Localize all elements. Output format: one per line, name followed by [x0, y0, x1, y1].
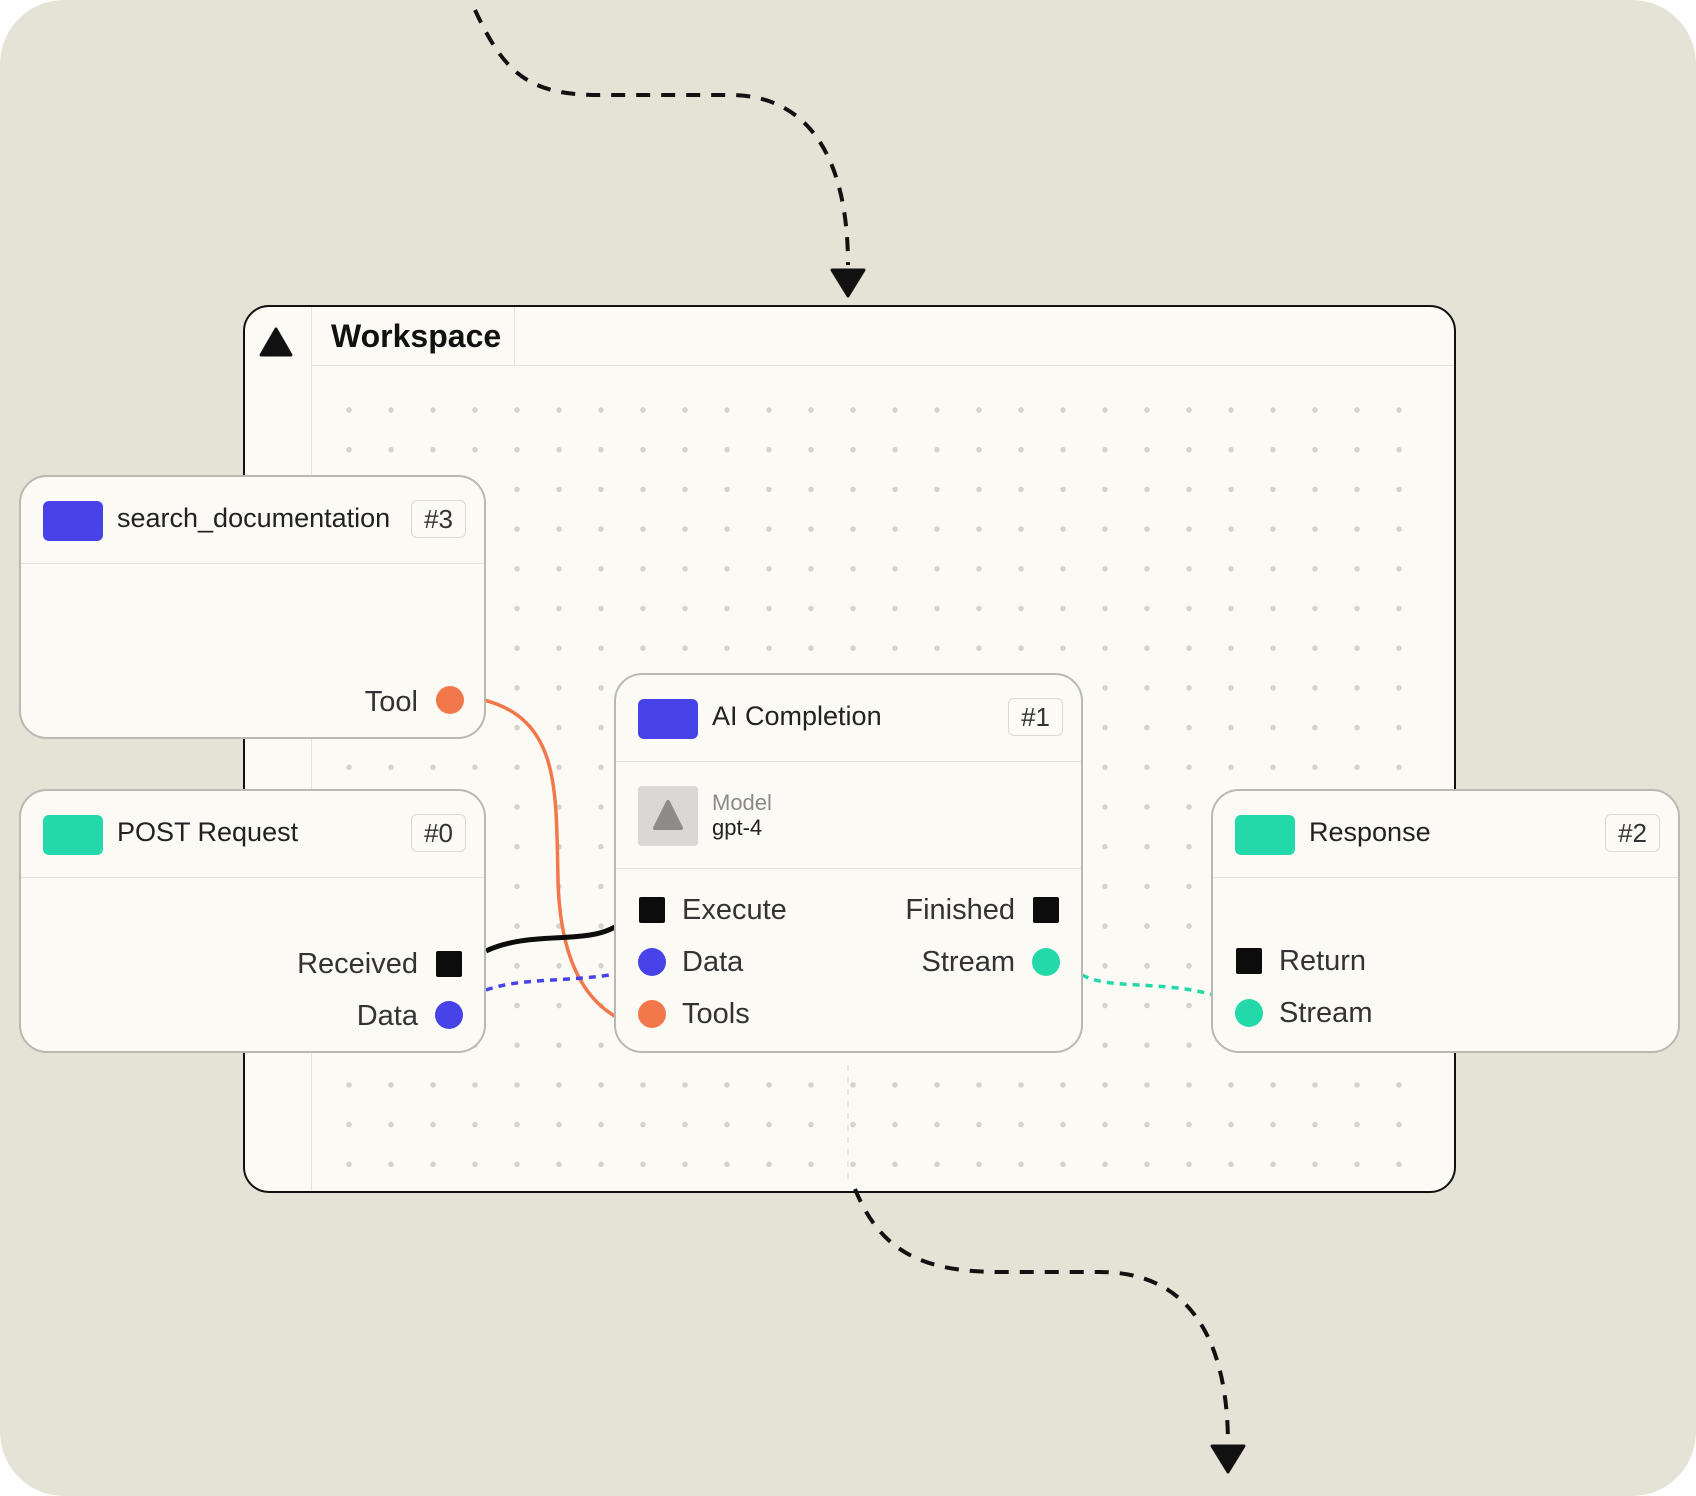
- node-id-badge: #3: [411, 500, 466, 538]
- triangle-icon: [259, 327, 293, 357]
- node-search-documentation[interactable]: search_documentation #3 Tool: [19, 475, 486, 739]
- flow-arrow-out: [853, 1188, 1230, 1446]
- port-label-stream-in: Stream: [1279, 997, 1373, 1029]
- port-label-execute: Execute: [682, 894, 787, 926]
- port-finished[interactable]: [1033, 897, 1059, 923]
- node-header: POST Request #0: [21, 791, 484, 878]
- node-title: POST Request: [117, 817, 299, 847]
- model-label: Model: [712, 790, 772, 815]
- port-label-data: Data: [356, 1000, 418, 1032]
- node-color-swatch: [43, 815, 103, 855]
- model-value: gpt-4: [712, 815, 763, 840]
- model-selector[interactable]: [638, 786, 698, 846]
- workspace-title: Workspace: [331, 317, 502, 354]
- node-color-swatch: [43, 501, 103, 541]
- node-response[interactable]: Response #2 Return Stream: [1211, 789, 1680, 1053]
- node-ai-completion[interactable]: AI Completion #1 Model gpt-4 Execute Dat…: [614, 673, 1083, 1053]
- node-color-swatch: [638, 699, 698, 739]
- port-received[interactable]: [436, 951, 462, 977]
- node-color-swatch: [1235, 815, 1295, 855]
- node-id-badge: #2: [1605, 814, 1660, 852]
- flow-arrow-out-head: [1210, 1444, 1246, 1474]
- node-post-request[interactable]: POST Request #0 Received Data: [19, 789, 486, 1053]
- port-label-tool: Tool: [364, 686, 418, 718]
- wire-tool-to-tools: [483, 698, 619, 1020]
- flow-arrow-in-head: [830, 268, 866, 298]
- port-tool[interactable]: [436, 686, 464, 714]
- node-divider: [616, 868, 1081, 869]
- flow-arrow-in: [473, 9, 850, 266]
- node-header: Response #2: [1213, 791, 1678, 878]
- port-label-data-in: Data: [682, 946, 744, 978]
- port-label-received: Received: [297, 948, 418, 980]
- node-id-badge: #1: [1008, 698, 1063, 736]
- port-stream-out[interactable]: [1032, 948, 1060, 976]
- wire-received-to-execute: [484, 915, 632, 954]
- wire-stream-to-stream: [1081, 973, 1215, 997]
- workspace-tab[interactable]: Workspace: [311, 307, 515, 366]
- node-title: Response: [1309, 817, 1431, 847]
- node-title: search_documentation: [117, 503, 391, 533]
- port-tools[interactable]: [638, 1000, 666, 1028]
- port-data-in[interactable]: [638, 948, 666, 976]
- workspace-tab-divider: [515, 365, 1454, 366]
- node-header: search_documentation #3: [21, 477, 484, 564]
- node-header: AI Completion #1: [616, 675, 1081, 762]
- model-icon: [653, 800, 683, 830]
- node-title: AI Completion: [712, 701, 882, 731]
- port-execute[interactable]: [639, 897, 665, 923]
- port-data[interactable]: [435, 1001, 463, 1029]
- port-label-tools: Tools: [682, 998, 750, 1030]
- port-return[interactable]: [1236, 948, 1262, 974]
- wire-data-to-data: [485, 973, 611, 992]
- port-label-stream-out: Stream: [921, 946, 1015, 978]
- port-label-return: Return: [1279, 945, 1367, 977]
- port-label-finished: Finished: [905, 894, 1015, 926]
- workspace-rail: [311, 307, 312, 1191]
- port-stream-in[interactable]: [1235, 999, 1263, 1027]
- node-id-badge: #0: [411, 814, 466, 852]
